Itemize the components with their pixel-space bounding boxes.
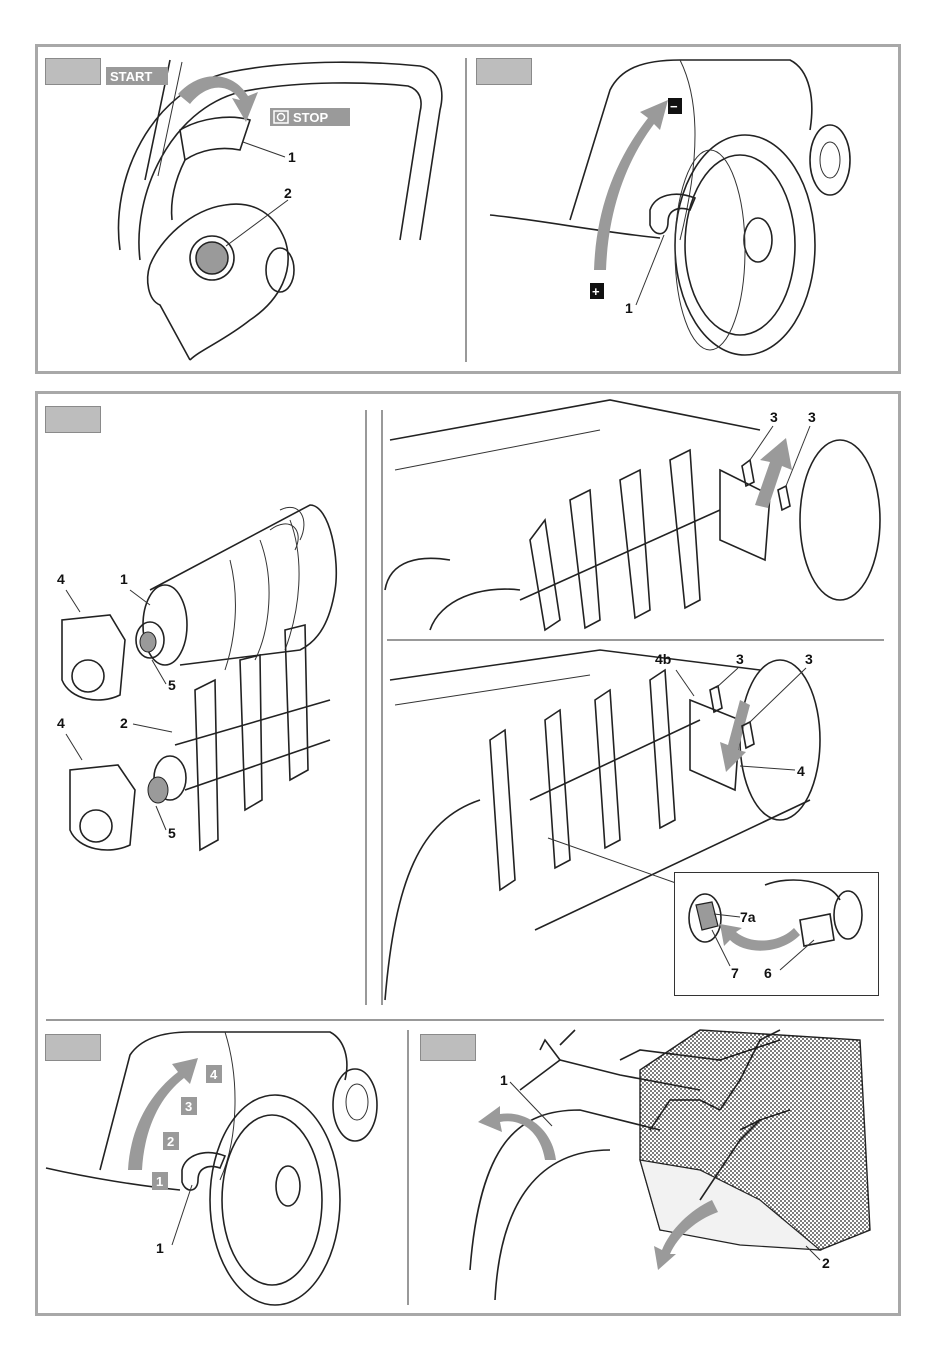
fig5-callout-1: 1 bbox=[500, 1072, 508, 1088]
fig5-callout-2: 2 bbox=[822, 1255, 830, 1271]
